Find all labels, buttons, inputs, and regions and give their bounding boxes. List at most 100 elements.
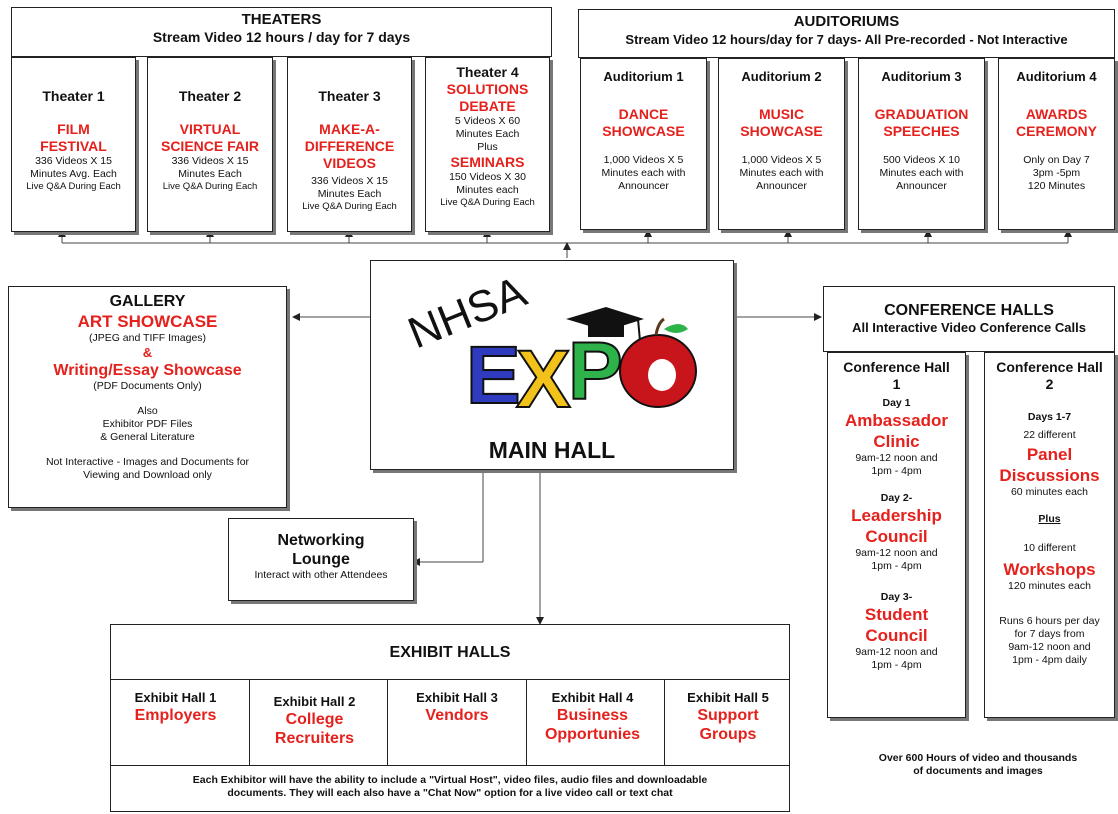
networking-lounge-card: Networking Lounge Interact with other At… (228, 518, 414, 601)
exhibit-hall-3-name: Exhibit Hall 3 (416, 690, 498, 705)
networking-title2: Lounge (292, 551, 350, 568)
expo-logo: NHSA E X P (401, 271, 697, 421)
conf-h2-count2: 10 different (1023, 542, 1076, 554)
networking-title1: Networking (277, 532, 365, 549)
gallery-event2: Writing/Essay Showcase (53, 362, 242, 379)
conf-hall-1-name2: 1 (892, 376, 901, 392)
auditorium-2-event: MUSIC SHOWCASE (740, 106, 823, 139)
conf-h1-s2-event2: Council (865, 527, 928, 546)
conf-hall-1-name1: Conference Hall (843, 359, 950, 375)
theaters-subtitle: Stream Video 12 hours / day for 7 days (152, 29, 411, 45)
exhibit-hall-4-event2: Opportunies (544, 726, 641, 743)
exhibit-footer1: Each Exhibitor will have the ability to … (192, 774, 708, 786)
theater-1-event: FILM FESTIVAL (40, 121, 107, 154)
conference-title: CONFERENCE HALLS (884, 302, 1054, 319)
exhibit-hall-4-name: Exhibit Hall 4 (551, 690, 634, 705)
conference-hall-1-card: Conference Hall 1 Day 1 Ambassador Clini… (827, 352, 966, 718)
exhibit-hall-5-event1: Support (697, 707, 759, 724)
exhibit-hall-1: Exhibit Hall 1 Employers (111, 680, 240, 765)
auditorium-1-event: DANCE SHOWCASE (602, 106, 685, 139)
exhibit-hall-2-name: Exhibit Hall 2 (273, 694, 356, 709)
conf-h1-s3-day: Day 3- (880, 591, 913, 603)
gallery-also-line1: Exhibitor PDF Files (102, 418, 193, 430)
conf-h1-s1-event2: Clinic (873, 432, 920, 451)
theater-2-line2: Minutes Each (178, 168, 242, 180)
auditorium-2-line3: Announcer (756, 180, 807, 192)
theater-4-name: Theater 4 (456, 64, 519, 80)
theaters-header: THEATERS Stream Video 12 hours / day for… (11, 7, 552, 57)
conf-hall-2-name2: 2 (1045, 376, 1054, 392)
auditoriums-title: AUDITORIUMS (793, 13, 900, 30)
auditorium-3-line2: Minutes each with (879, 167, 964, 179)
conf-h1-s2-day: Day 2- (880, 492, 913, 504)
auditorium-3-line3: Announcer (896, 180, 947, 192)
auditoriums-subtitle: Stream Video 12 hours/day for 7 days- Al… (625, 32, 1068, 47)
theater-3-card: Theater 3 MAKE-A-DIFFERENCE VIDEOS 336 V… (287, 57, 412, 232)
exhibit-title: EXHIBIT HALLS (389, 644, 511, 661)
gallery-footer1: Not Interactive - Images and Documents f… (45, 456, 250, 468)
summary-line1: Over 600 Hours of video and thousands (878, 752, 1078, 764)
summary-note: Over 600 Hours of video and thousands of… (838, 752, 1118, 778)
gallery-also-line2: & General Literature (100, 431, 195, 443)
theater-4-e2-line2: Minutes each (456, 184, 519, 196)
conference-hall-2-card: Conference Hall 2 Days 1-7 22 different … (984, 352, 1115, 718)
conf-h2-event1b: Discussions (999, 466, 1100, 485)
exhibit-footer: Each Exhibitor will have the ability to … (110, 766, 790, 812)
gallery-event1: ART SHOWCASE (77, 312, 218, 331)
summary-line2: of documents and images (913, 765, 1043, 777)
exhibit-footer2: documents. They will each also have a "C… (227, 787, 673, 799)
exhibit-hall-1-event1: Employers (134, 707, 217, 724)
theater-4-e1-line1: 5 Videos X 60 (454, 115, 521, 127)
apple-icon (619, 317, 697, 408)
auditorium-4-line1: Only on Day 7 (1023, 154, 1090, 166)
exhibit-header: EXHIBIT HALLS (110, 624, 790, 680)
theater-3-event: MAKE-A-DIFFERENCE VIDEOS (304, 121, 395, 171)
theater-3-line3: Live Q&A During Each (302, 201, 397, 212)
conf-h2-dur2: 120 minutes each (1008, 580, 1091, 592)
main-hall-card: NHSA E X P MAIN HALL (370, 260, 734, 470)
conf-h2-count1: 22 different (1023, 429, 1076, 441)
auditorium-1-line1: 1,000 Videos X 5 (603, 154, 684, 166)
auditorium-3-line1: 500 Videos X 10 (883, 154, 960, 166)
auditorium-4-card: Auditorium 4 AWARDS CEREMONY Only on Day… (998, 58, 1115, 230)
gallery-footer2: Viewing and Download only (83, 469, 212, 481)
logo-letter-e: E (466, 330, 521, 421)
theaters-title: THEATERS (241, 11, 322, 28)
theater-4-e2-line3: Live Q&A During Each (440, 197, 535, 208)
conf-h2-plus: Plus (1038, 513, 1061, 525)
theater-4-e2-line1: 150 Videos X 30 (449, 171, 526, 183)
conf-h1-s2-time2: 1pm - 4pm (871, 560, 922, 572)
conf-h1-s3-event1: Student (864, 605, 929, 624)
theater-4-event2: SEMINARS (450, 154, 525, 170)
logo-letter-p: P (568, 326, 623, 417)
main-hall-title: MAIN HALL (488, 437, 616, 463)
conference-subtitle: All Interactive Video Conference Calls (852, 320, 1086, 335)
auditorium-1-name: Auditorium 1 (603, 69, 684, 84)
conf-hall-2-name1: Conference Hall (996, 359, 1103, 375)
theater-1-name: Theater 1 (42, 88, 105, 104)
theater-3-line2: Minutes Each (317, 188, 382, 200)
conf-h2-days: Days 1-7 (1027, 411, 1072, 423)
auditorium-3-event: GRADUATION SPEECHES (874, 106, 969, 139)
auditorium-3-card: Auditorium 3 GRADUATION SPEECHES 500 Vid… (858, 58, 985, 230)
conf-h1-s3-time2: 1pm - 4pm (871, 659, 922, 671)
exhibit-hall-2-event2: Recruiters (274, 730, 355, 747)
auditorium-4-name: Auditorium 4 (1016, 69, 1097, 84)
theater-4-event1: SOLUTIONS DEBATE (446, 81, 529, 114)
auditorium-2-card: Auditorium 2 MUSIC SHOWCASE 1,000 Videos… (718, 58, 845, 230)
conf-h2-runs1: Runs 6 hours per day (999, 615, 1100, 627)
exhibit-hall-5: Exhibit Hall 5 Support Groups (664, 680, 791, 765)
theater-1-line1: 336 Videos X 15 (35, 155, 112, 167)
theater-4-card: Theater 4 SOLUTIONS DEBATE 5 Videos X 60… (425, 57, 550, 232)
exhibit-hall-3-event1: Vendors (425, 707, 489, 724)
conf-h2-runs4: 1pm - 4pm daily (1012, 654, 1087, 666)
conf-h1-s2-event1: Leadership (851, 506, 942, 525)
theater-1-line3: Live Q&A During Each (26, 181, 121, 192)
theater-1-line2: Minutes Avg. Each (30, 168, 117, 180)
auditorium-2-name: Auditorium 2 (741, 69, 822, 84)
auditorium-2-line2: Minutes each with (739, 167, 824, 179)
gallery-card: GALLERY ART SHOWCASE (JPEG and TIFF Imag… (8, 286, 287, 508)
conf-h2-event2: Workshops (1003, 560, 1096, 579)
exhibit-hall-2: Exhibit Hall 2 College Recruiters (249, 680, 379, 765)
